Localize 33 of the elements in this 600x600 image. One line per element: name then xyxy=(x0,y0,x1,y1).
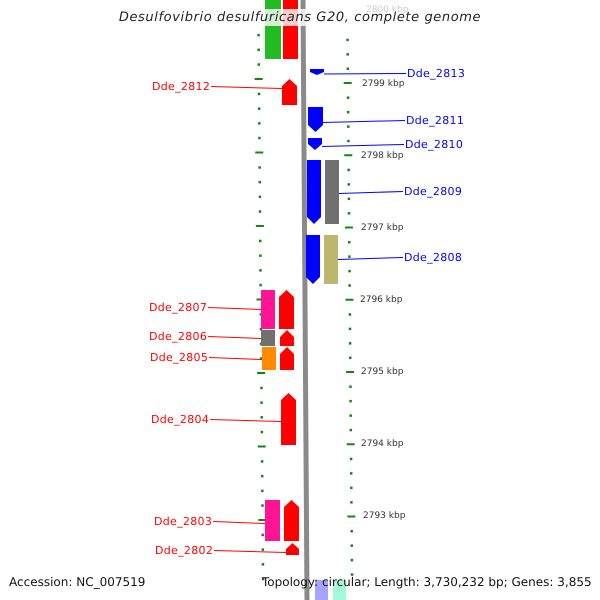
tick-label: 2796 kbp xyxy=(360,294,402,307)
leader-line xyxy=(214,550,286,553)
tick-label: 2797 kbp xyxy=(361,222,404,235)
gene-label: Dde_2804 xyxy=(151,413,210,426)
gene-label: Dde_2806 xyxy=(149,330,208,343)
leader-line xyxy=(208,357,262,360)
leader-line xyxy=(208,336,262,339)
gene-label: Dde_2807 xyxy=(149,301,208,314)
gene-label: Dde_2803 xyxy=(154,515,212,528)
gene-label: Dde_2811 xyxy=(406,114,464,127)
genome-info-text: Topology: circular; Length: 3,730,232 bp; Genes: 3,855 xyxy=(262,575,592,589)
accession-text: Accession: NC_007519 xyxy=(9,575,146,589)
leader-line xyxy=(322,144,404,147)
leader-line xyxy=(210,86,282,89)
leader-line xyxy=(338,191,404,194)
leader-line xyxy=(210,419,282,422)
leader-line xyxy=(322,120,406,123)
tick-label: 2795 kbp xyxy=(361,366,404,379)
gene-label: Dde_2805 xyxy=(150,351,208,364)
gene-label: Dde_2809 xyxy=(404,185,462,198)
gene-label: Dde_2812 xyxy=(152,80,210,93)
tick-label: 2793 kbp xyxy=(363,510,406,523)
leader-line xyxy=(338,257,404,260)
gene-label: Dde_2813 xyxy=(407,67,466,80)
tick-label: 2798 kbp xyxy=(361,150,404,163)
tick-label: 2794 kbp xyxy=(361,438,404,451)
gene-label: Dde_2802 xyxy=(155,544,214,557)
leader-line xyxy=(212,521,266,524)
gene-label: Dde_2808 xyxy=(404,251,462,264)
leader-line xyxy=(324,73,406,74)
gene-label: Dde_2810 xyxy=(405,138,464,151)
tick-label: 2799 kbp xyxy=(362,78,404,91)
leader-line xyxy=(208,307,262,310)
